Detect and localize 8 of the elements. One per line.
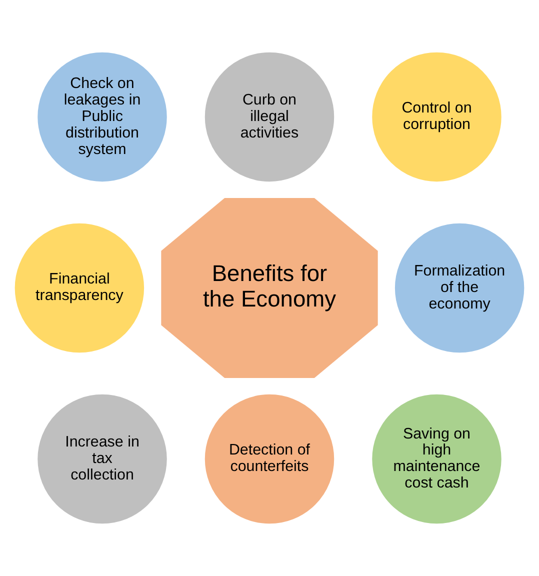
node-circle: Saving on high maintenance cost cash <box>370 392 504 526</box>
node-circle: Financial transparency <box>12 220 147 356</box>
node-circle: Curb on illegal activities <box>202 50 337 184</box>
node-circle: Increase in tax collection <box>35 392 170 526</box>
node-circle: Detection of counterfeits <box>202 392 337 526</box>
node-circle: Control on corruption <box>370 50 504 184</box>
node-circle: Formalization of the economy <box>392 220 527 356</box>
node-circle: Check on leakages in Public distribution system <box>35 50 170 184</box>
